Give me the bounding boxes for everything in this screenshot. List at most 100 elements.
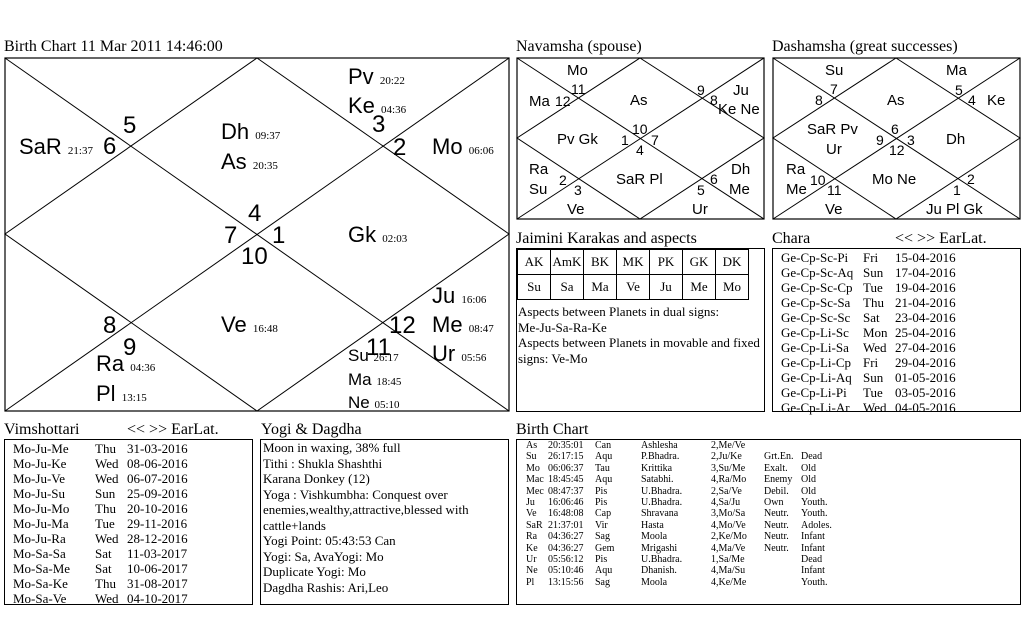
birth-table-cell: Ur [526,554,537,565]
vimshottari-row-cell: Mo-Ju-Me [13,441,69,456]
vimshottari-row-cell: Sat [95,546,112,561]
birth-table-cell: 3,Mo/Sa [711,508,746,520]
chara-row-cell: Ge-Cp-Li-Aq [781,370,852,385]
birth-table-cell: Neutr. [764,531,789,543]
vimshottari-nav[interactable]: << >> EarLat. [127,421,219,438]
jaimini-panel [516,248,765,412]
jaimini-title: Jaimini Karakas and aspects [516,230,697,247]
birth-table-cell: Mac [526,474,544,486]
chara-row-cell: Wed [863,400,887,415]
birth-table-cell: Neutr. [764,542,789,554]
nav-label: 4 [636,142,644,158]
aspects-dual-label: Aspects between Planets in dual signs: [518,304,720,319]
dash-label: 2 [967,171,975,187]
chara-nav[interactable]: << >> EarLat. [895,230,987,247]
vimshottari-row-cell: 06-07-2016 [127,471,188,486]
birth-table-cell: Old [801,485,816,497]
karaka-header: AmK [550,249,584,275]
yogi-line: Moon in waxing, 38% full [263,440,401,455]
birth-table-cell: 2,Sa/Ve [711,485,742,497]
dash-label: 3 [907,132,915,148]
birth-table-cell: Pl [526,576,535,588]
birth-table-cell: 2,Ju/Ke [711,451,742,463]
dash-label: 8 [815,92,823,108]
karaka-value: Ma [583,274,617,300]
sign-num: 2 [393,134,407,161]
vimshottari-row-cell: 25-09-2016 [127,486,188,501]
birth-table-cell: Youth. [801,508,828,520]
chara-panel [772,248,1021,412]
nav-label: Ke Ne [718,101,760,118]
vimshottari-row-cell: Mo-Ju-Ve [13,471,65,486]
chara-row-cell: 01-05-2016 [895,370,956,385]
chara-row-cell: 19-04-2016 [895,280,956,295]
chara-row-cell: Ge-Cp-Li-Sa [781,340,849,355]
nav-label: 7 [651,132,659,148]
sign-num: 8 [103,312,117,339]
birth-table-cell: 16:06:46 [548,497,584,508]
nav-label: Ve [567,201,585,218]
nav-label: 3 [574,182,582,198]
nav-label: Ma [529,93,550,110]
chara-row-cell: Ge-Cp-Sc-Pi [781,250,849,265]
vimshottari-row-cell: 11-03-2017 [127,546,188,561]
chara-row-cell: Tue [863,385,883,400]
karaka-value: Me [682,274,716,300]
sign-num: 9 [123,334,137,361]
nav-label: Su [529,181,548,198]
birth-table-cell: Exalt. [764,462,788,474]
birth-chart-title: Birth Chart 11 Mar 2011 14:46:00 [4,38,223,55]
birth-table-cell: P.Bhadra. [641,451,680,463]
vimshottari-row-cell: Sat [95,561,112,576]
chara-row-cell: 03-05-2016 [895,385,956,400]
planet-ne: Ne 05:10 [348,393,400,412]
planet-gk: Gk 02:03 [348,222,408,247]
dash-label: 6 [891,121,899,137]
chara-row-cell: Ge-Cp-Li-Pi [781,385,847,400]
karaka-header: PK [649,249,683,275]
planet-ur: Ur 05:56 [432,341,487,366]
birth-table-cell: Can [595,440,612,451]
birth-table-cell: Enemy [764,474,793,486]
sign-num: 11 [366,334,391,361]
nav-label: Pv Gk [557,131,598,148]
nav-label: 5 [697,182,705,198]
karaka-header: AK [517,249,551,275]
dash-label: 5 [955,82,963,98]
yogi-lines: Moon in waxing, 38% full Tithi : Shukla … [263,440,507,595]
nav-label: Ju [733,82,749,99]
birth-table-cell: Mrigashi [641,542,678,554]
planet-me: Me 08:47 [432,312,494,337]
birth-table-cell: SaR [526,519,543,531]
vimshottari-row-cell: 04-10-2017 [127,591,188,606]
birth-table-cell: Sag [595,576,610,588]
chara-row-cell: Ge-Cp-Li-Ar [781,400,850,415]
birth-table-cell: Adoles. [801,519,832,531]
birth-table-cell: 04:36:27 [548,531,584,543]
sign-num: 1 [272,222,286,249]
chara-row-cell: 25-04-2016 [895,325,956,340]
yogi-line: Yogi: Sa, AvaYogi: Mo [263,548,384,564]
chara-row-cell: Fri [863,355,879,370]
birth-table-cell: Moola [641,531,668,543]
birth-table-cell: Ra [526,531,538,543]
vimshottari-row-cell: 31-03-2016 [127,441,188,456]
nav-label: Me [729,181,750,198]
chara-row-cell: Sat [863,310,880,325]
birth-table-cell: Youth. [801,576,828,588]
planet-ma: Ma 18:45 [348,370,402,389]
birth-table-cell: 3,Su/Me [711,462,746,474]
birth-table-cell: 08:47:37 [548,485,584,497]
vimshottari-row-cell: 31-08-2017 [127,576,188,591]
birth-table-cell: Ju [526,497,535,508]
chara-row-cell: Ge-Cp-Sc-Sc [781,310,851,325]
planet-as: As 20:35 [221,149,278,174]
chara-row-cell: Sun [863,265,884,280]
birth-table-cell: Pis [595,554,608,565]
chara-row-cell: 27-04-2016 [895,340,956,355]
birth-table-cell: Satabhi. [641,474,674,486]
birth-table-cell: 4,Ma/Ve [711,542,746,554]
chara-row-cell: Thu [863,295,884,310]
planet-dh: Dh 09:37 [221,119,281,144]
